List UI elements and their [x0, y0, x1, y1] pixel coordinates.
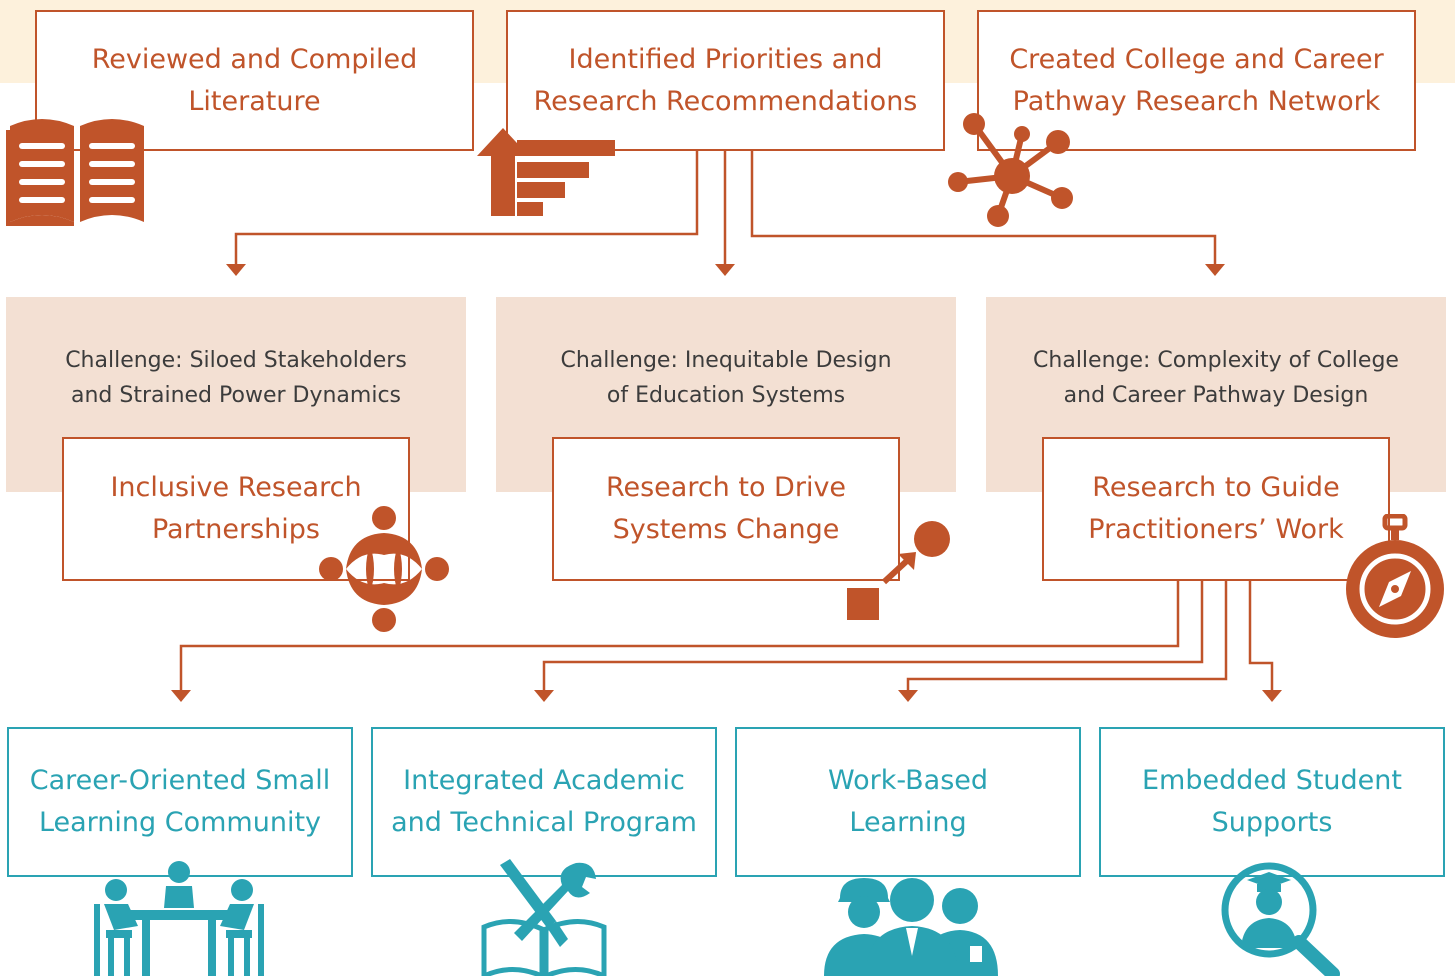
- bottom-box-work-based: Work-Based Learning: [735, 727, 1081, 877]
- connector-b1: [179, 580, 1180, 690]
- challenge-text-3: Challenge: Complexity of College and Car…: [1033, 348, 1399, 408]
- connector-right: [750, 150, 1217, 266]
- top-box-label: Reviewed and Compiled Literature: [91, 43, 418, 117]
- challenge-text-2: Challenge: Inequitable Design of Educati…: [560, 348, 892, 408]
- mid-box-systems-change: Research to Drive Systems Change: [552, 437, 900, 581]
- arrowhead: [898, 690, 918, 702]
- open-book-icon: [6, 119, 144, 226]
- change-arrow-icon: [847, 521, 950, 620]
- connector-b2: [542, 580, 1204, 690]
- partnership-circle-icon: [319, 506, 449, 632]
- network-icon: [948, 113, 1073, 227]
- bottom-box-label: Embedded Student Supports: [1141, 765, 1402, 838]
- compass-icon: [1346, 514, 1444, 638]
- workers-icon: [824, 878, 998, 976]
- bottom-box-student-supports: Embedded Student Supports: [1099, 727, 1445, 877]
- bottom-box-integrated-program: Integrated Academic and Technical Progra…: [371, 727, 717, 877]
- connector-b3: [906, 580, 1228, 690]
- arrowhead: [171, 690, 191, 702]
- top-box-label: Identified Priorities and Research Recom…: [533, 43, 918, 117]
- challenge-text-1: Challenge: Siloed Stakeholders and Strai…: [65, 348, 407, 408]
- meeting-table-icon: [94, 861, 264, 976]
- bottom-box-small-learning: Career-Oriented Small Learning Community: [7, 727, 353, 877]
- tools-book-icon: [481, 859, 607, 976]
- arrowhead: [226, 264, 246, 276]
- priority-bars-icon: [477, 128, 615, 216]
- mid-box-label: Research to Drive Systems Change: [605, 472, 847, 545]
- top-box-priorities: Identified Priorities and Research Recom…: [506, 10, 945, 151]
- arrowhead: [715, 264, 735, 276]
- arrowhead: [534, 690, 554, 702]
- top-box-network: Created College and Career Pathway Resea…: [977, 10, 1416, 151]
- mid-box-label: Inclusive Research Partnerships: [110, 472, 362, 545]
- bottom-box-label: Integrated Academic and Technical Progra…: [391, 765, 697, 838]
- top-box-label: Created College and Career Pathway Resea…: [1009, 43, 1384, 117]
- connector-left: [234, 150, 699, 266]
- bottom-box-label: Career-Oriented Small Learning Community: [29, 765, 331, 838]
- top-box-literature: Reviewed and Compiled Literature: [35, 10, 474, 151]
- magnifier-graduate-icon: [1221, 862, 1340, 976]
- arrowhead: [1205, 264, 1225, 276]
- bottom-box-label: Work-Based Learning: [827, 765, 989, 838]
- connector-b4: [1248, 580, 1274, 690]
- mid-box-label: Research to Guide Practitioners’ Work: [1088, 472, 1344, 545]
- mid-box-practitioners: Research to Guide Practitioners’ Work: [1042, 437, 1390, 581]
- arrowhead: [1262, 690, 1282, 702]
